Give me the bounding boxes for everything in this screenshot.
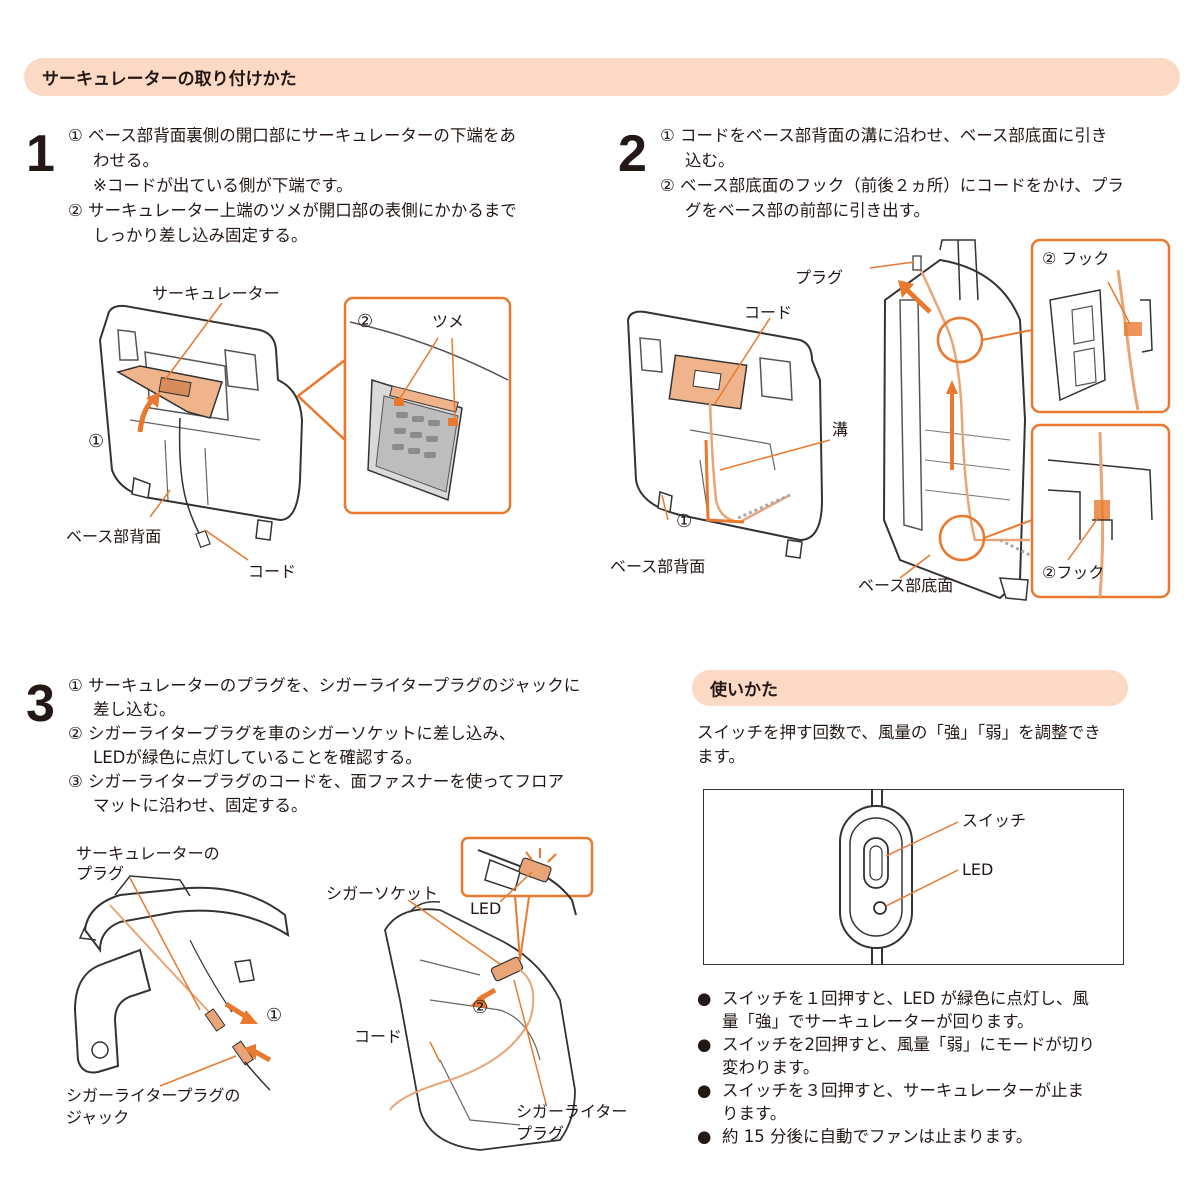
step2-line-1: ① コードをベース部背面の溝に沿わせ、ベース部底面に引き (660, 126, 1108, 145)
step-number-2: 2 (618, 125, 647, 183)
bullet-3-line-1: スイッチを３回押すと、サーキュレーターが止ま (722, 1081, 1085, 1100)
bullet-glyph-4: ● (697, 1127, 712, 1146)
step1-line-5: しっかり差し込み固定する。 (93, 226, 308, 245)
bullet-1-line-1: スイッチを１回押すと、LED が緑色に点灯し、風 (722, 989, 1089, 1008)
label-socket: シガーソケット (326, 884, 439, 903)
label-circ-plug-1: サーキュレーターの (76, 844, 220, 863)
step3-illustration (73, 836, 594, 1151)
step2-line-2: 込む。 (685, 151, 735, 170)
insert-arrow (137, 398, 154, 433)
step3-line-4: LEDが緑色に点灯していることを確認する。 (93, 748, 422, 767)
step2-illustration (626, 238, 1171, 601)
step1-line-4: ② サーキュレーター上端のツメが開口部の表側にかかるまで (68, 201, 517, 220)
route-arrow (704, 439, 745, 524)
bullet-2-line-1: スイッチを2回押すと、風量「弱」にモードが切り (722, 1035, 1095, 1054)
step2-line-4: グをベース部の前部に引き出す。 (685, 201, 931, 220)
usage-title: 使いかた (710, 680, 778, 701)
step3-line-3: ② シガーライタープラグを車のシガーソケットに差し込み、 (68, 724, 516, 743)
bracket (73, 948, 152, 1074)
bullet-glyph-2: ● (697, 1035, 712, 1054)
label-cord-step2: コード (744, 303, 793, 322)
lighter-cord (389, 969, 535, 1111)
step2-line-3: ② ベース部底面のフック（前後２ヵ所）にコードをかけ、プラ (660, 176, 1124, 195)
section-header-usage: 使いかた (692, 670, 1128, 706)
bullet-4-line-1: 約 15 分後に自動でファンは止まります。 (722, 1127, 1033, 1146)
cord (178, 417, 201, 536)
step1-line-2: わせる。 (93, 151, 159, 170)
usage-intro-1: スイッチを押す回数で、風量の「強」「弱」を調整でき (697, 723, 1101, 742)
step3-line-2: 差し込む。 (93, 700, 176, 719)
step3-line-1: ① サーキュレーターのプラグを、シガーライタープラグのジャックに (68, 676, 581, 695)
label-plug: プラグ (795, 268, 844, 287)
label-hook-bottom: ②フック (1042, 563, 1105, 582)
label-base-back: ベース部背面 (66, 527, 162, 546)
label-switch: スイッチ (962, 811, 1027, 830)
led-indicator (873, 901, 887, 915)
section-title: サーキュレーターの取り付けかた (42, 69, 297, 90)
step1-line-1: ① ベース部背面裏側の開口部にサーキュレーターの下端をあ (68, 126, 516, 145)
switch-diagram-box (703, 789, 1124, 965)
label-base-bottom: ベース部底面 (858, 576, 954, 595)
label-cord: コード (248, 562, 297, 581)
label-jack-1: シガーライタープラグの (66, 1086, 241, 1105)
step3-line-6: マットに沿わせ、固定する。 (93, 796, 308, 815)
lighter-plug (490, 956, 524, 982)
bullet-glyph-1: ● (697, 989, 712, 1008)
base-arc (83, 886, 290, 953)
label-circulator: サーキュレーター (152, 284, 280, 303)
label-led: LED (962, 860, 994, 879)
label-base-back-step2: ベース部背面 (610, 557, 706, 576)
label-hook-top: ② フック (1042, 249, 1110, 268)
label-led-step3: LED (470, 899, 502, 918)
usage-intro-2: ます。 (697, 747, 745, 766)
hook-callout-top (1030, 238, 1171, 414)
step3-line-5: ③ シガーライタープラグのコードを、面ファスナーを使ってフロア (68, 772, 565, 791)
label-step2-circle1: ① (676, 511, 693, 532)
bullet-1-line-2: 量「強」でサーキュレーターが回ります。 (722, 1012, 1034, 1031)
bullet-3-line-2: ります。 (722, 1104, 787, 1123)
label-step3-circle2: ② (472, 997, 489, 1018)
label-tab: ツメ (432, 312, 465, 331)
label-jack-2: ジャック (66, 1108, 130, 1127)
bullet-glyph-3: ● (697, 1081, 712, 1100)
step1-illustration (98, 296, 512, 561)
pull-arrow-top (903, 286, 932, 314)
section-header-installation: サーキュレーターの取り付けかた (24, 58, 1180, 96)
step1-line-3: ※コードが出ている側が下端です。 (93, 176, 353, 195)
label-circ-plug-2: プラグ (76, 864, 125, 883)
label-step1-circle2: ② (357, 311, 374, 332)
label-lighter-plug-2: プラグ (516, 1124, 565, 1143)
label-lighter-plug-1: シガーライター (516, 1102, 628, 1121)
label-step1-circle1: ① (88, 431, 105, 452)
step-number-1: 1 (26, 125, 55, 183)
bottom-cord (916, 263, 1030, 542)
car-console (384, 908, 576, 1151)
label-step3-circle1: ① (266, 1005, 283, 1026)
step-number-3: 3 (26, 675, 55, 733)
label-groove: 溝 (832, 420, 849, 439)
bullet-2-line-2: 変わります。 (722, 1058, 820, 1077)
label-cord-step3: コード (354, 1027, 403, 1046)
